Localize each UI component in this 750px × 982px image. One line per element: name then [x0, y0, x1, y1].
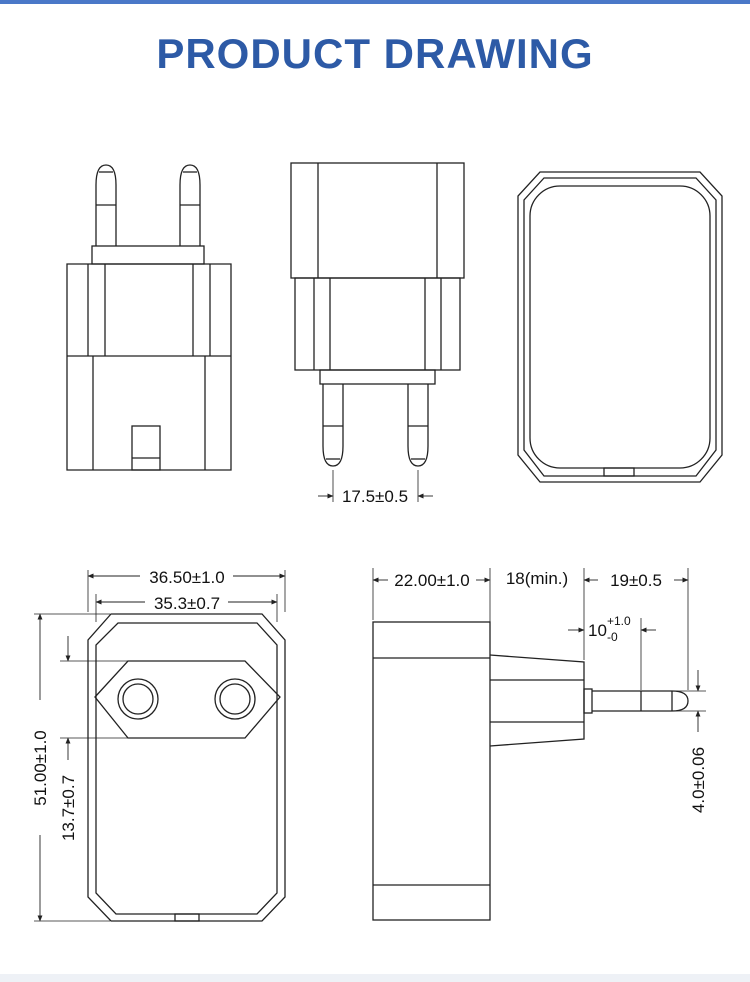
bottom-view: [517, 171, 723, 483]
pin-front-left: [322, 384, 344, 467]
dim-face-width: 35.3±0.7: [154, 594, 220, 613]
dim-overall-height: 51.00±1.0: [31, 730, 50, 806]
dim-pin-tip-lower-tol: -0: [607, 630, 618, 644]
pin-front-right: [407, 384, 429, 467]
socket-hole-left: [117, 678, 159, 720]
back-view: [66, 164, 232, 471]
pin-right: [179, 164, 201, 246]
pin-left: [95, 164, 117, 246]
dim-pin-diameter: 4.0±0.06: [689, 747, 708, 813]
top-accent-rule: [0, 0, 750, 4]
dim-pin-tip-base: 10: [588, 621, 607, 640]
side-view: [372, 568, 706, 921]
pin-side: [592, 690, 689, 712]
dim-pin-tip-upper-tol: +1.0: [607, 614, 631, 628]
dim-pin-pitch: 17.5±0.5: [342, 487, 408, 506]
dim-socket-offset: 13.7±0.7: [59, 775, 78, 841]
face-view: [34, 570, 286, 922]
front-view: [290, 162, 465, 502]
socket-hole-right: [214, 678, 256, 720]
dim-pin-length: 19±0.5: [610, 571, 662, 590]
bottom-rule: [0, 974, 750, 982]
dim-body-depth: 22.00±1.0: [394, 571, 470, 590]
page-title: PRODUCT DRAWING: [156, 30, 594, 77]
dim-pin-min: 18(min.): [506, 569, 568, 588]
dim-pin-tip: 10: [588, 621, 607, 640]
dim-overall-width: 36.50±1.0: [149, 568, 225, 587]
